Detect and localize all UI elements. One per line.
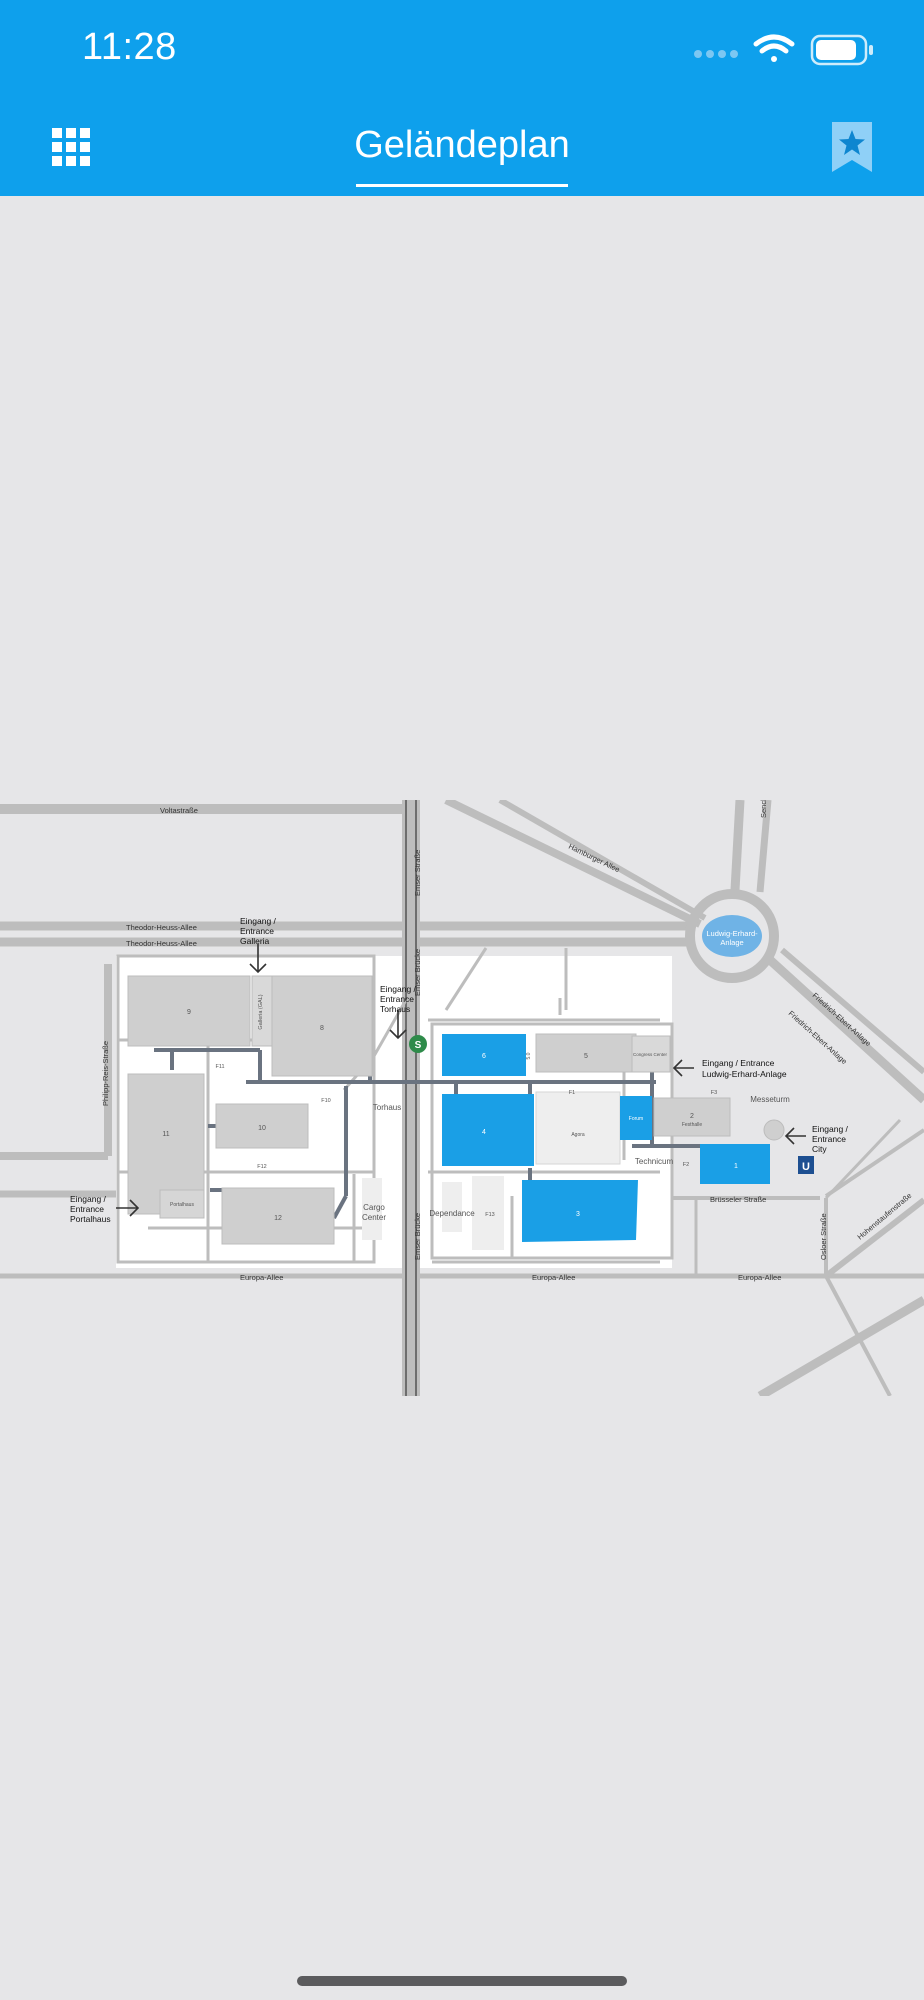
hall-12[interactable] (221, 1187, 335, 1245)
hall-label: Messeturm (750, 1095, 790, 1104)
u-bahn-label: U (802, 1161, 810, 1173)
street-label: Emser Straße (413, 850, 422, 896)
hall-9[interactable] (127, 975, 251, 1047)
hall-label: Technicum (635, 1157, 674, 1166)
entrance-label: Eingang / (70, 1194, 107, 1204)
entrance-arrows (116, 944, 806, 1217)
home-indicator[interactable] (297, 1976, 627, 1986)
site-map[interactable]: Voltastraße Theodor-Heuss-Allee Theodor-… (0, 796, 924, 1400)
hall-10[interactable] (215, 1103, 309, 1149)
hall-3[interactable] (522, 1180, 638, 1242)
hall-label: 1 (734, 1163, 738, 1170)
street-label: Osloer Straße (819, 1213, 828, 1260)
hall-f13 (472, 1176, 504, 1250)
hall-label: 8 (320, 1025, 324, 1032)
status-icons (694, 32, 884, 68)
entrance-label: Entrance (70, 1204, 104, 1214)
status-time: 11:28 (82, 26, 177, 68)
street-label: Theodor-Heuss-Allee (126, 923, 197, 932)
entrance-label: Eingang / (240, 916, 277, 926)
entrance-label: Entrance (240, 926, 274, 936)
hall-label: Congress Center (633, 1052, 668, 1057)
forum[interactable] (620, 1096, 652, 1140)
bookmark-star-icon[interactable] (832, 122, 872, 172)
hall-label: 4 (482, 1129, 486, 1136)
hall-label: Torhaus (373, 1103, 401, 1112)
entrance-label: Eingang / (812, 1124, 849, 1134)
cargo-center-building (362, 1178, 382, 1240)
hall-label: Center (362, 1213, 386, 1222)
hall-label: 5.0 (526, 1052, 532, 1059)
emser-bridge (402, 800, 420, 1396)
hall-label: F10 (321, 1098, 330, 1104)
hall-label: Dependance (429, 1209, 475, 1218)
street-label: Senck (759, 800, 768, 818)
entrance-label: Entrance (812, 1134, 846, 1144)
roads (0, 796, 924, 1400)
hall-label: 11 (162, 1131, 169, 1138)
hall-8[interactable] (271, 975, 373, 1077)
hall-label: F11 (215, 1064, 224, 1070)
street-label: Europa-Allee (240, 1273, 283, 1282)
page-title: Geländeplan (354, 124, 570, 166)
hall-label: Festhalle (682, 1122, 703, 1128)
hall-label: F3 (711, 1090, 717, 1096)
hall-label: 12 (274, 1215, 282, 1222)
hall-label: F2 (683, 1162, 689, 1168)
hall-label: 5 (584, 1053, 588, 1060)
hall-label: 10 (258, 1125, 266, 1132)
app-header: 11:28 Geländeplan (0, 0, 924, 196)
festhalle[interactable] (653, 1097, 731, 1137)
hall-label: F13 (485, 1212, 494, 1218)
entrance-label: Torhaus (380, 1004, 410, 1014)
entrance-label: Eingang / Entrance (702, 1058, 775, 1068)
hall-label: 6 (482, 1053, 486, 1060)
street-label: Brüsseler Straße (710, 1195, 766, 1204)
agora[interactable] (535, 1091, 621, 1165)
battery-icon (810, 34, 873, 66)
street-label: Europa-Allee (738, 1273, 781, 1282)
hall-label: 3 (576, 1211, 580, 1218)
entrance-label: Ludwig-Erhard-Anlage (702, 1069, 787, 1079)
street-label: Emser Brücke (413, 1213, 422, 1260)
hall-1[interactable] (700, 1144, 770, 1184)
hall-6[interactable] (442, 1034, 526, 1076)
entrance-label: Portalhaus (70, 1214, 111, 1224)
street-label: Emser Brücke (413, 949, 422, 996)
hall-label: F12 (257, 1164, 266, 1170)
roundabout-label: Ludwig-Erhard- (706, 929, 758, 938)
hall-label: F1 (569, 1090, 575, 1096)
title-underline (356, 184, 568, 187)
street-label: Philipp-Reis-Straße (101, 1041, 110, 1106)
roundabout (685, 889, 779, 983)
entrance-label: Eingang / (380, 984, 417, 994)
u-bahn-icon (798, 1156, 814, 1174)
dependance-building (442, 1182, 462, 1232)
hall-label: Agora (571, 1132, 585, 1138)
messeturm[interactable] (763, 1119, 785, 1141)
street-label: Theodor-Heuss-Allee (126, 939, 197, 948)
street-label: Europa-Allee (532, 1273, 575, 1282)
signal-icon (694, 50, 738, 58)
roundabout-label: Anlage (720, 938, 743, 947)
hall-4[interactable] (442, 1094, 534, 1166)
congress-center[interactable] (631, 1035, 671, 1073)
hall-5[interactable] (535, 1033, 637, 1073)
grid-menu-icon[interactable] (52, 128, 90, 166)
hall-label: Portalhaus (170, 1202, 194, 1208)
hall-label: Galleria (GAL) (258, 994, 264, 1029)
hall-label: 9 (187, 1009, 191, 1016)
entrance-label: Entrance (380, 994, 414, 1004)
portalhaus-building[interactable] (159, 1189, 205, 1219)
entrance-label: City (812, 1144, 827, 1154)
hall-label: 2 (690, 1113, 694, 1120)
entrance-label: Galleria (240, 936, 270, 946)
hall-label: Cargo (363, 1203, 385, 1212)
hall-label: Forum (629, 1116, 643, 1122)
s-bahn-label: S (415, 1040, 422, 1051)
street-label: Voltastraße (160, 806, 198, 815)
wifi-icon (753, 34, 795, 62)
s-bahn-icon (409, 1035, 427, 1053)
